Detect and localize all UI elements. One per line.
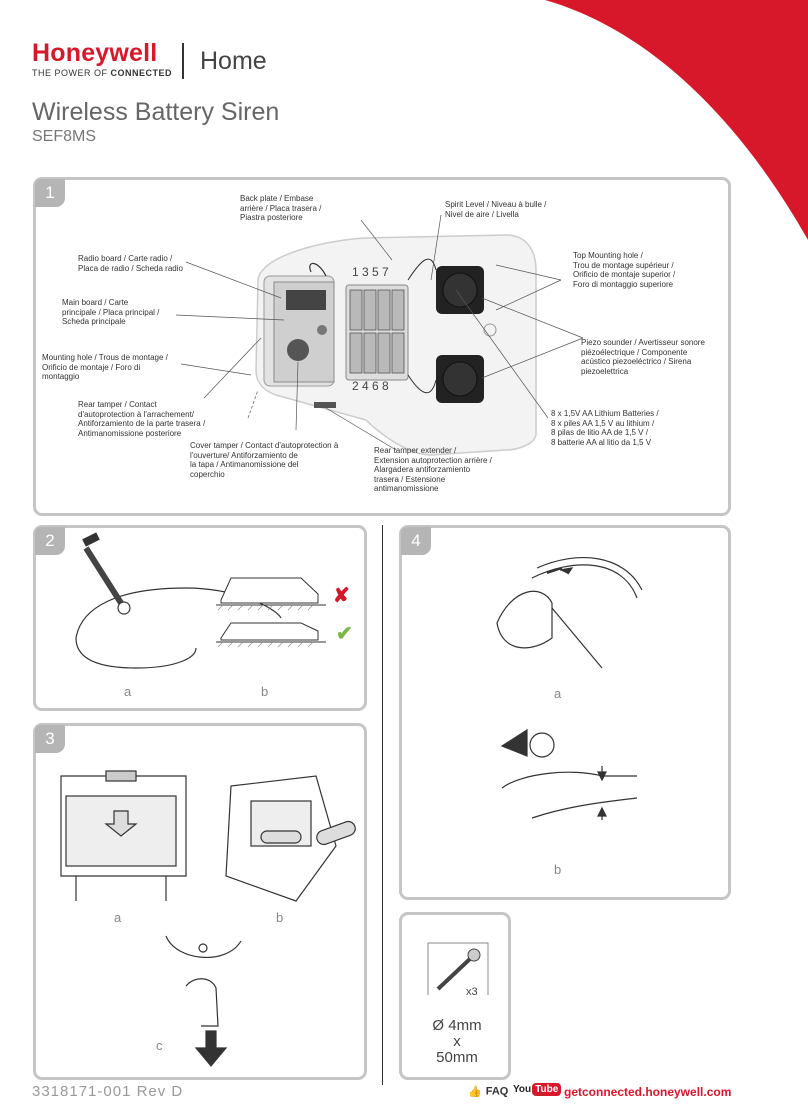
screw-length: 50mm xyxy=(436,1049,478,1066)
check-mark-icon: ✔ xyxy=(336,623,353,645)
panel-1: 1 xyxy=(33,177,731,516)
panel-4: 4 a b xyxy=(399,525,731,900)
brand-tagline: THE POWER OF CONNECTED xyxy=(32,68,173,78)
step-label-b: b xyxy=(261,684,269,699)
panel-2: 2 ✘ ✔ a b xyxy=(33,525,367,711)
screw-times: x xyxy=(453,1033,461,1050)
step-label-b: b xyxy=(554,862,562,877)
screw-panel: x3 Ø 4mm x 50mm xyxy=(399,912,511,1080)
logo-divider xyxy=(182,43,184,79)
step-label-b: b xyxy=(276,910,284,925)
thumbs-up-icon: 👍 xyxy=(468,1086,482,1098)
step-label-a: a xyxy=(114,910,122,925)
battery-insertion-illustration xyxy=(60,770,356,1067)
faq-link[interactable]: 👍FAQ xyxy=(468,1085,509,1098)
label-top-mounting-hole: Top Mounting hole /Trou de montage supér… xyxy=(573,251,676,289)
label-spirit-level: Spirit Level / Niveau à bulle /Nivel de … xyxy=(445,200,547,219)
label-rear-tamper-extender: Rear tamper extender /Extension autoprot… xyxy=(374,446,492,493)
cross-mark-icon: ✘ xyxy=(333,585,350,607)
screwdriver-illustration xyxy=(75,532,282,669)
product-line: Home xyxy=(200,47,267,75)
label-batteries: 8 x 1,5V AA Lithium Batteries /8 x piles… xyxy=(551,409,659,447)
panel-number: 1 xyxy=(35,179,65,207)
panel-number: 3 xyxy=(35,725,65,753)
panel-number: 2 xyxy=(35,527,65,555)
honeywell-logo: Honeywell THE POWER OF CONNECTED xyxy=(32,40,172,78)
label-mounting-hole: Mounting hole / Trous de montage /Orific… xyxy=(42,353,168,381)
model-number: SEF8MS xyxy=(32,128,97,145)
screw-quantity: x3 xyxy=(466,986,478,998)
battery-numbers-top: 1 3 5 7 xyxy=(352,265,389,279)
battery-numbers-bottom: 2 4 6 8 xyxy=(352,379,389,393)
column-divider xyxy=(382,525,383,1085)
screw-diameter: Ø 4mm xyxy=(432,1017,482,1034)
step-label-a: a xyxy=(554,686,562,701)
screw-icon xyxy=(427,942,489,995)
panel-number: 4 xyxy=(401,527,431,555)
label-cover-tamper: Cover tamper / Contact d'autoprotection … xyxy=(190,441,339,479)
step-label-c: c xyxy=(156,1038,163,1053)
panel-3: 3 a b c xyxy=(33,723,367,1080)
website-link[interactable]: getconnected.honeywell.com xyxy=(564,1085,732,1099)
siren-orientation-illustration xyxy=(216,577,326,648)
siren-internal-diagram xyxy=(175,214,584,456)
cover-removal-illustration xyxy=(496,557,643,820)
document-number: 3318171-001 Rev D xyxy=(32,1083,184,1100)
label-radio-board: Radio board / Carte radio /Placa de radi… xyxy=(78,254,183,273)
brand-name: Honeywell xyxy=(32,39,158,67)
page-title: Wireless Battery Siren xyxy=(32,98,280,126)
step-label-a: a xyxy=(124,684,132,699)
